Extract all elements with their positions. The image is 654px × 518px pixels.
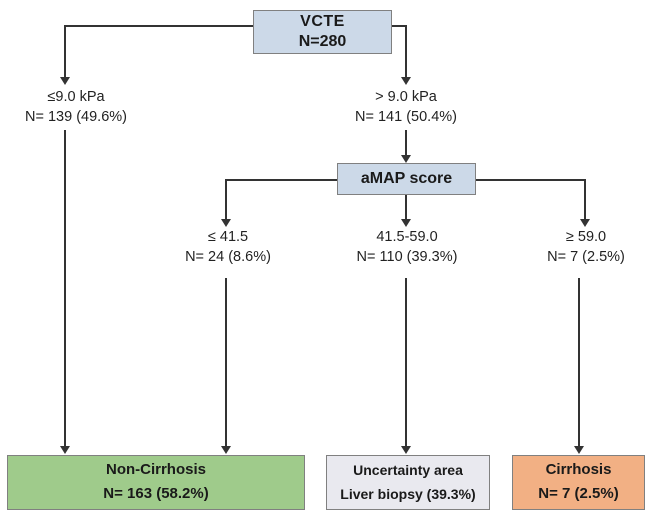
edge-label-amap-mid-threshold: 41.5-59.0: [376, 229, 438, 245]
edge-amapmid-to-uncertainty: [405, 278, 407, 450]
node-non-cirrhosis-count: N= 163 (58.2%): [103, 485, 209, 503]
edge-low-to-noncirrhosis: [64, 130, 66, 450]
node-amap-score[interactable]: aMAP score: [337, 163, 476, 195]
node-uncertainty-title: Uncertainty area: [353, 462, 463, 478]
arrow-vcte-left: [60, 77, 70, 85]
node-cirrhosis[interactable]: Cirrhosis N= 7 (2.5%): [512, 455, 645, 510]
arrow-vcte-right: [401, 77, 411, 85]
edge-amap-left-vertical: [225, 179, 227, 221]
edge-label-amap-low: ≤ 41.5 N= 24 (8.6%): [155, 228, 301, 267]
node-non-cirrhosis-title: Non-Cirrhosis: [105, 461, 206, 479]
edge-label-amap-mid: 41.5-59.0 N= 110 (39.3%): [334, 228, 480, 267]
node-cirrhosis-count: N= 7 (2.5%): [538, 485, 619, 503]
arrow-amaphigh-to-cirrhosis: [574, 446, 584, 454]
arrow-amaplow-to-noncirrhosis: [221, 446, 231, 454]
node-uncertainty-area[interactable]: Uncertainty area Liver biopsy (39.3%): [326, 455, 490, 510]
edge-label-vcte-low: ≤9.0 kPa N= 139 (49.6%): [0, 88, 152, 127]
node-vcte-count: N=280: [298, 33, 347, 50]
edge-label-vcte-high-threshold: > 9.0 kPa: [375, 89, 437, 105]
edge-amap-left-horizontal: [225, 179, 337, 181]
node-uncertainty-detail: Liver biopsy (39.3%): [340, 485, 476, 502]
node-amap-title: aMAP score: [360, 170, 453, 187]
edge-amaphigh-to-cirrhosis: [578, 278, 580, 450]
edge-label-vcte-high-count: N= 141 (50.4%): [355, 108, 457, 125]
edge-label-amap-high: ≥ 59.0 N= 7 (2.5%): [516, 228, 654, 267]
arrow-high-to-amap: [401, 155, 411, 163]
edge-label-amap-high-count: N= 7 (2.5%): [547, 248, 625, 265]
arrow-amapmid-to-uncertainty: [401, 446, 411, 454]
edge-label-vcte-low-count: N= 139 (49.6%): [25, 108, 127, 125]
edge-high-to-amap: [405, 130, 407, 157]
node-non-cirrhosis[interactable]: Non-Cirrhosis N= 163 (58.2%): [7, 455, 305, 510]
edge-amap-mid-vertical: [405, 195, 407, 221]
edge-label-amap-high-threshold: ≥ 59.0: [565, 229, 607, 245]
edge-vcte-left-horizontal: [64, 25, 254, 27]
edge-label-amap-low-threshold: ≤ 41.5: [207, 229, 249, 245]
edge-amap-right-horizontal: [476, 179, 586, 181]
arrow-amap-mid: [401, 219, 411, 227]
node-vcte[interactable]: VCTE N=280: [253, 10, 392, 54]
arrow-low-to-noncirrhosis: [60, 446, 70, 454]
edge-vcte-left-vertical: [64, 25, 66, 79]
edge-label-amap-low-count: N= 24 (8.6%): [185, 248, 271, 265]
edge-vcte-right-horizontal: [392, 25, 406, 27]
node-cirrhosis-title: Cirrhosis: [545, 461, 612, 479]
edge-amaplow-to-noncirrhosis: [225, 278, 227, 450]
edge-vcte-right-vertical: [405, 25, 407, 79]
node-vcte-title: VCTE: [300, 13, 345, 30]
edge-label-vcte-low-threshold: ≤9.0 kPa: [47, 89, 105, 105]
edge-amap-right-vertical: [584, 179, 586, 221]
edge-label-vcte-high: > 9.0 kPa N= 141 (50.4%): [330, 88, 482, 127]
arrow-amap-right: [580, 219, 590, 227]
arrow-amap-left: [221, 219, 231, 227]
edge-label-amap-mid-count: N= 110 (39.3%): [356, 248, 458, 265]
